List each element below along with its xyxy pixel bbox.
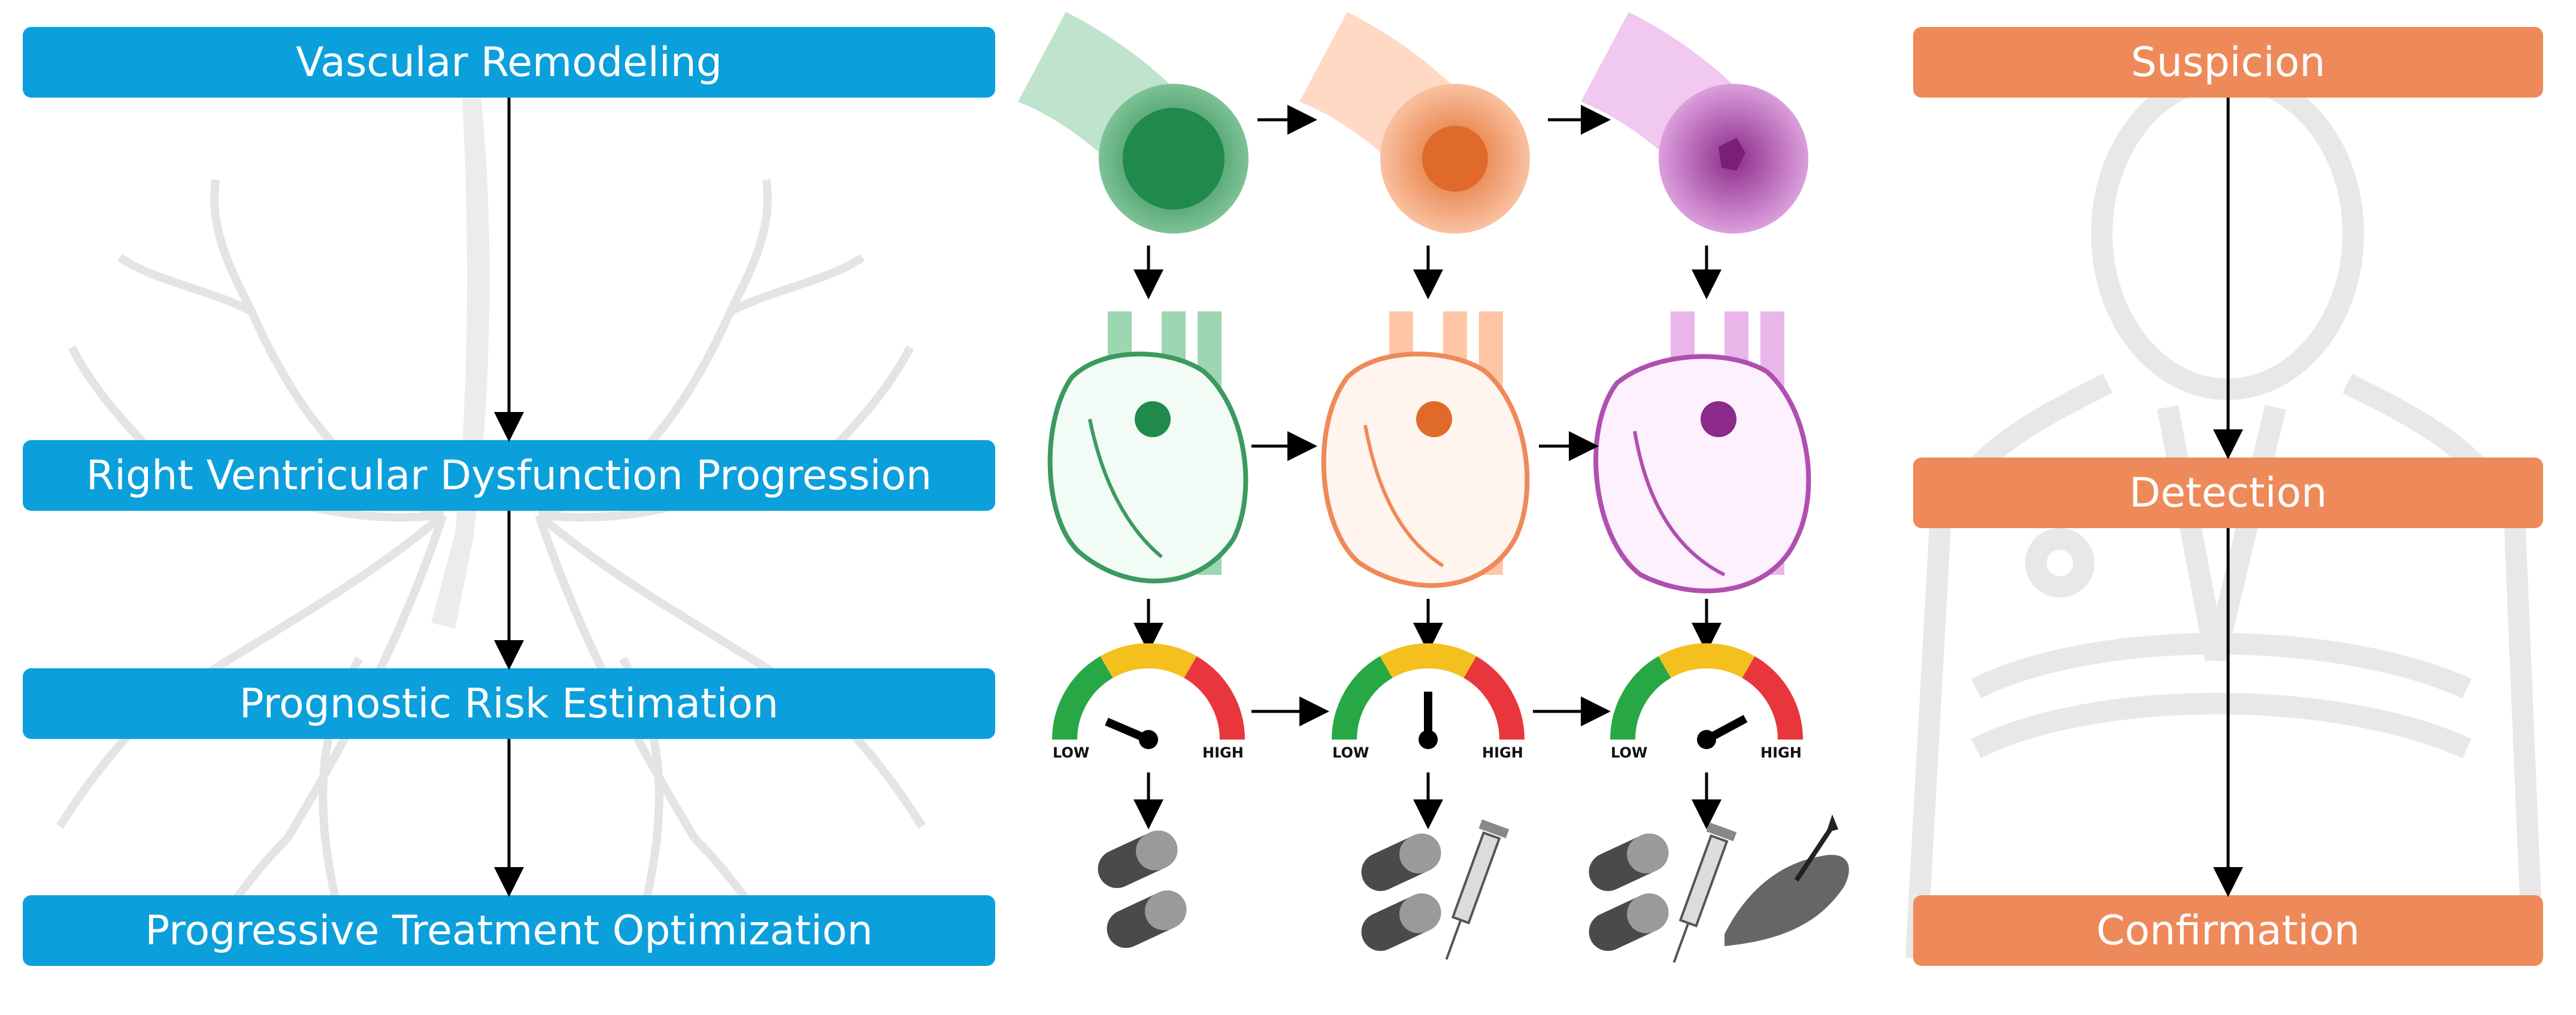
vessel-thickened-icon: [1299, 12, 1530, 234]
syringe-icon: [1445, 819, 1510, 960]
step-detection: Detection: [1913, 457, 2543, 528]
risk-gauge-intermediate: LOW HIGH: [1332, 643, 1525, 761]
step-prognostic-risk-estimation: Prognostic Risk Estimation: [23, 668, 995, 739]
pills-icon: [1361, 833, 1441, 952]
step-rv-dysfunction-progression: Right Ventricular Dysfunction Progressio…: [23, 440, 995, 511]
vessel-healthy-icon: [1018, 12, 1248, 234]
vessel-occluded-icon: [1581, 12, 1808, 234]
syringe-icon: [1672, 822, 1737, 963]
gauge-high-label: HIGH: [1202, 744, 1244, 761]
step-progressive-treatment-optimization: Progressive Treatment Optimization: [23, 895, 995, 966]
heart-enlarged-icon: [1321, 311, 1530, 588]
gauge-high-label: HIGH: [1760, 744, 1802, 761]
pills-icon: [1589, 833, 1669, 952]
gauge-low-label: LOW: [1053, 744, 1089, 761]
step-confirmation: Confirmation: [1913, 895, 2543, 966]
heart-failing-icon: [1593, 311, 1811, 593]
step-suspicion: Suspicion: [1913, 27, 2543, 98]
risk-gauge-low: LOW HIGH: [1052, 643, 1245, 761]
gauge-low-label: LOW: [1332, 744, 1369, 761]
pills-icon: [1098, 830, 1187, 949]
step-vascular-remodeling: Vascular Remodeling: [23, 27, 995, 98]
surgery-hand-icon: [1725, 814, 1849, 946]
gauge-low-label: LOW: [1611, 744, 1647, 761]
risk-gauge-high: LOW HIGH: [1610, 643, 1803, 761]
heart-normal-icon: [1047, 311, 1248, 584]
gauge-high-label: HIGH: [1482, 744, 1523, 761]
